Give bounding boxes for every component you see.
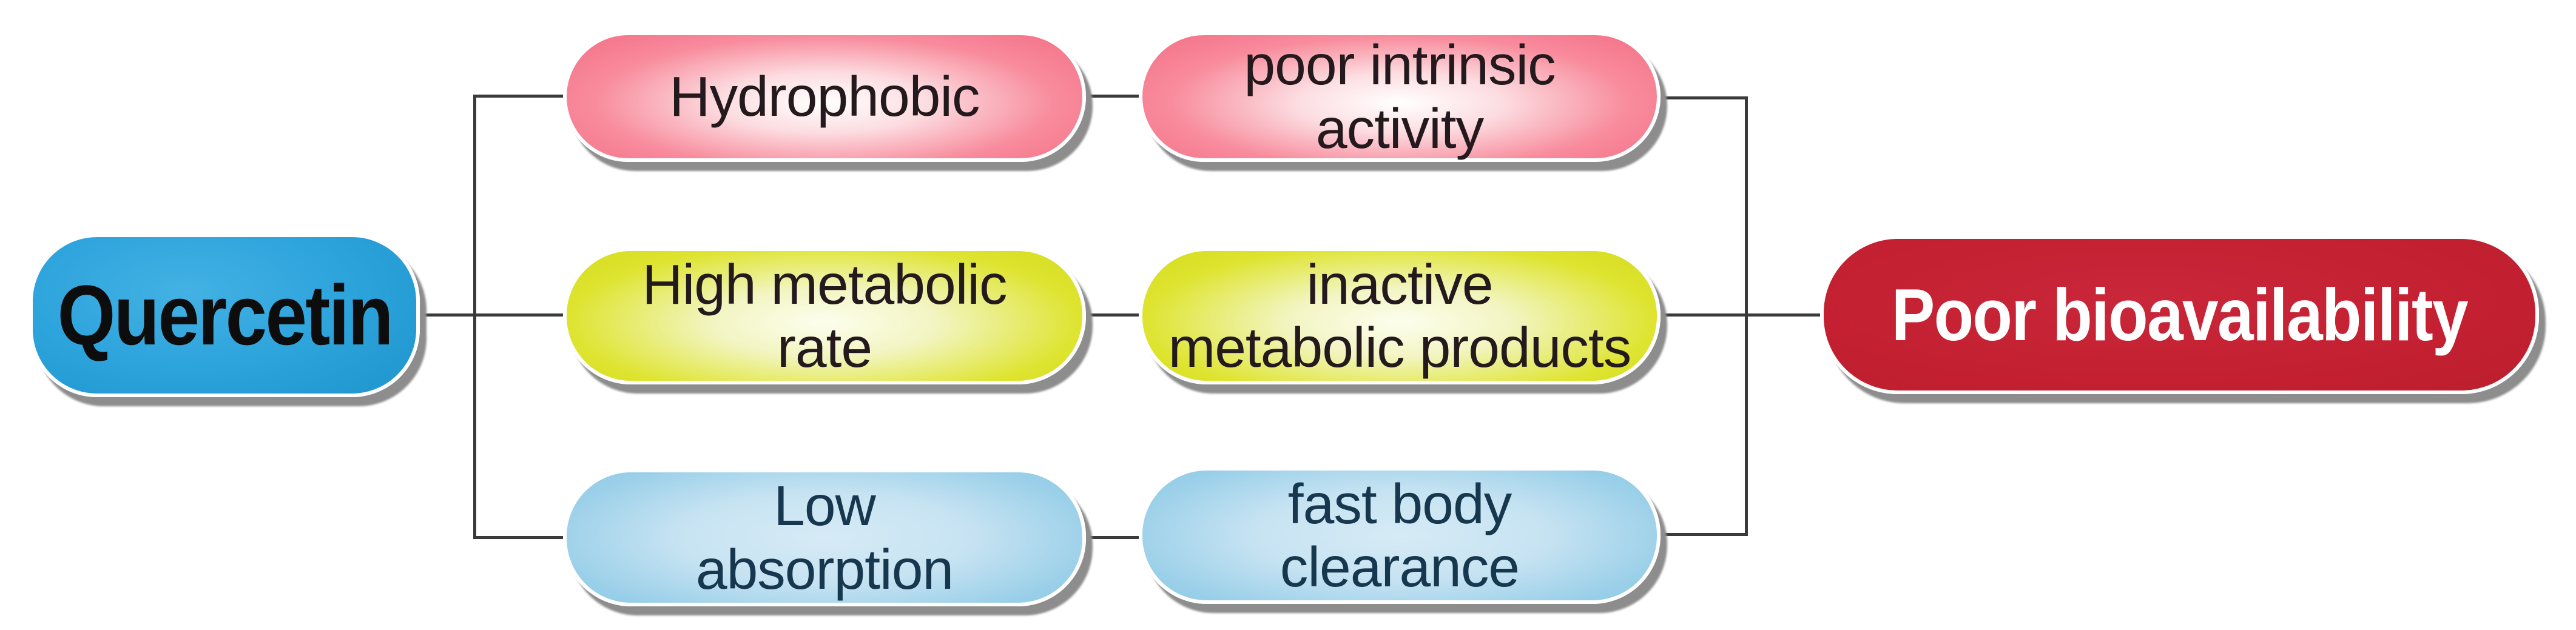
connector-metabolic-to-products [1085, 313, 1141, 317]
connector-hydrophobic-to-activity [1085, 95, 1141, 98]
connector-bus-to-low-absorption [473, 536, 564, 539]
low-absorption-label-line1: Low [774, 474, 876, 538]
connector-quercetin-to-bus [420, 313, 564, 317]
connector-bus-to-hydrophobic [473, 95, 564, 98]
inactive-metabolic-products-node: inactive metabolic products [1139, 247, 1661, 384]
poor-intrinsic-activity-label-line2: activity [1315, 96, 1484, 160]
fast-body-clearance-label-line1: fast body [1287, 472, 1512, 535]
fast-body-clearance-node: fast body clearance [1139, 467, 1661, 604]
connector-right-bus [1745, 96, 1748, 536]
poor-intrinsic-activity-node: poor intrinsic activity [1139, 32, 1661, 162]
low-absorption-label-line2: absorption [695, 537, 954, 601]
inactive-metabolic-products-label-line1: inactive [1306, 252, 1493, 316]
hydrophobic-node: Hydrophobic [563, 32, 1086, 162]
connector-left-bus [473, 95, 476, 539]
high-metabolic-rate-node: High metabolic rate [563, 247, 1086, 384]
quercetin-label: Quercetin [57, 267, 393, 363]
high-metabolic-rate-label-line2: rate [777, 316, 872, 379]
poor-intrinsic-activity-label-line1: poor intrinsic [1244, 33, 1556, 97]
connector-activity-to-right-bus [1659, 96, 1748, 99]
connector-products-to-outcome [1659, 313, 1823, 317]
poor-bioavailability-node: Poor bioavailability [1820, 235, 2539, 394]
quercetin-node: Quercetin [29, 233, 420, 397]
connector-clearance-to-right-bus [1659, 533, 1748, 536]
connector-absorption-to-clearance [1085, 536, 1141, 539]
hydrophobic-label: Hydrophobic [669, 65, 980, 129]
high-metabolic-rate-label-line1: High metabolic [642, 252, 1007, 316]
poor-bioavailability-label: Poor bioavailability [1891, 273, 2469, 356]
inactive-metabolic-products-label-line2: metabolic products [1168, 316, 1632, 379]
fast-body-clearance-label-line2: clearance [1280, 535, 1520, 598]
low-absorption-node: Low absorption [563, 469, 1086, 606]
